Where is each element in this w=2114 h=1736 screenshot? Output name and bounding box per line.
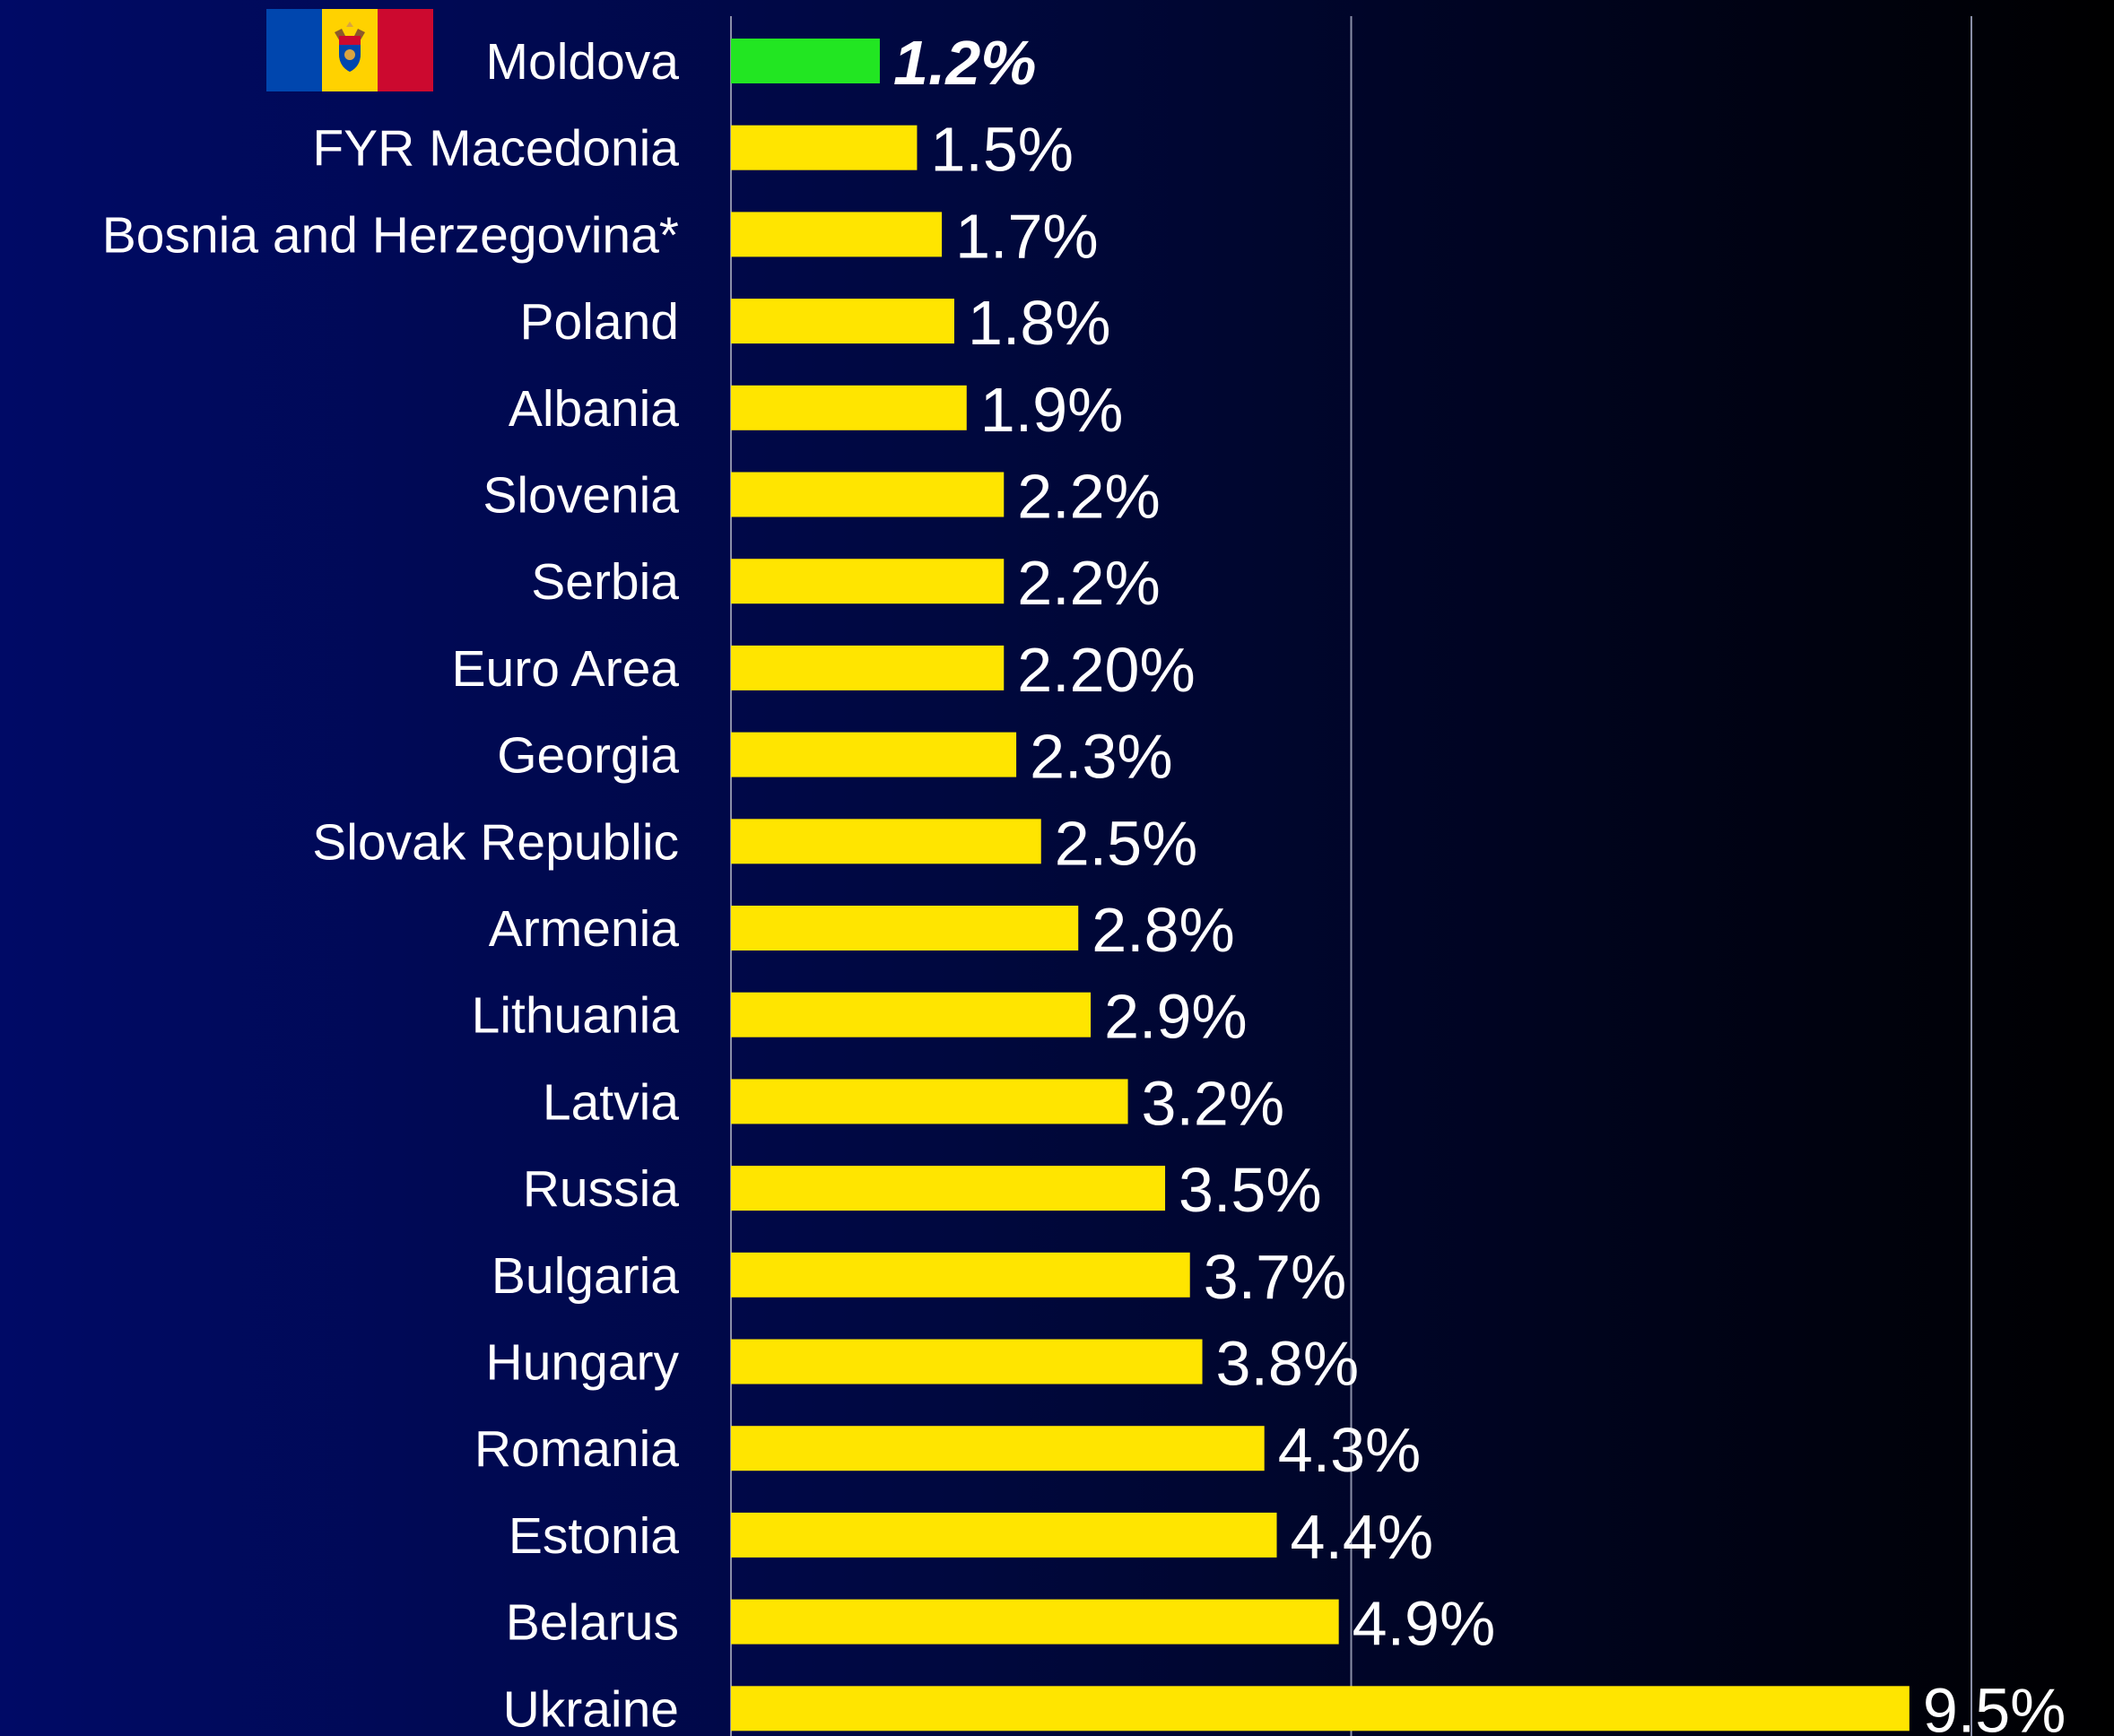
bar-10 bbox=[731, 906, 1079, 950]
category-label-12: Latvia bbox=[543, 1073, 679, 1131]
bar-18 bbox=[731, 1599, 1339, 1645]
value-label-7: 2.20% bbox=[1017, 635, 1195, 705]
value-label-15: 3.8% bbox=[1216, 1329, 1360, 1399]
bar-8 bbox=[731, 732, 1017, 777]
value-label-10: 2.8% bbox=[1092, 895, 1235, 965]
bar-7 bbox=[731, 645, 1005, 690]
category-label-10: Armenia bbox=[489, 900, 680, 958]
value-label-16: 4.3% bbox=[1278, 1415, 1422, 1485]
category-label-3: Poland bbox=[520, 293, 680, 351]
category-label-14: Bulgaria bbox=[492, 1247, 679, 1305]
value-label-9: 2.5% bbox=[1055, 808, 1198, 878]
category-label-8: Georgia bbox=[497, 727, 679, 785]
bar-2 bbox=[731, 212, 943, 257]
bar-9 bbox=[731, 819, 1041, 864]
value-label-19: 9.5% bbox=[1923, 1675, 2066, 1736]
value-label-13: 3.5% bbox=[1179, 1155, 1322, 1225]
moldova-flag-icon bbox=[266, 9, 433, 91]
bar-6 bbox=[731, 559, 1005, 604]
bar-19 bbox=[731, 1686, 1910, 1732]
value-label-2: 1.7% bbox=[955, 201, 1099, 271]
bar-0 bbox=[731, 39, 880, 83]
bar-12 bbox=[731, 1079, 1128, 1124]
value-labels: 1.2% 1.5% 1.7% 1.8% 1.9% 2.2% 2.2% 2.20% 2.3% 2.5… bbox=[893, 28, 2066, 1736]
category-label-11: Lithuania bbox=[472, 987, 680, 1045]
bar-16 bbox=[731, 1426, 1265, 1471]
value-label-5: 2.2% bbox=[1017, 462, 1161, 532]
value-label-1: 1.5% bbox=[930, 115, 1074, 185]
value-label-14: 3.7% bbox=[1204, 1242, 1347, 1312]
bar-13 bbox=[731, 1166, 1166, 1211]
value-label-8: 2.3% bbox=[1030, 722, 1173, 792]
value-label-6: 2.2% bbox=[1017, 548, 1161, 618]
category-label-17: Estonia bbox=[509, 1507, 679, 1565]
bar-17 bbox=[731, 1512, 1277, 1558]
category-label-13: Russia bbox=[523, 1160, 680, 1218]
category-label-7: Euro Area bbox=[452, 640, 680, 698]
category-label-1: FYR Macedonia bbox=[312, 120, 679, 178]
coat-of-arms-icon bbox=[335, 22, 365, 72]
bar-4 bbox=[731, 385, 967, 430]
category-label-19: Ukraine bbox=[503, 1680, 679, 1736]
category-label-4: Albania bbox=[509, 380, 679, 438]
category-label-6: Serbia bbox=[531, 553, 679, 611]
category-label-2: Bosnia and Herzegovina* bbox=[102, 206, 679, 264]
category-label-18: Belarus bbox=[506, 1594, 679, 1652]
value-label-3: 1.8% bbox=[968, 288, 1111, 358]
category-label-0: Moldova bbox=[486, 33, 680, 91]
value-label-11: 2.9% bbox=[1104, 982, 1248, 1052]
category-label-5: Slovenia bbox=[483, 467, 679, 525]
value-label-18: 4.9% bbox=[1353, 1589, 1496, 1659]
bar-5 bbox=[731, 472, 1005, 517]
bar-1 bbox=[731, 125, 918, 170]
category-label-9: Slovak Republic bbox=[312, 813, 679, 871]
value-label-17: 4.4% bbox=[1291, 1502, 1434, 1572]
bar-15 bbox=[731, 1339, 1203, 1384]
value-label-0: 1.2% bbox=[893, 28, 1037, 98]
bars bbox=[731, 39, 1910, 1732]
value-label-4: 1.9% bbox=[980, 375, 1124, 445]
bar-14 bbox=[731, 1252, 1190, 1298]
category-label-16: Romania bbox=[474, 1420, 679, 1478]
value-label-12: 3.2% bbox=[1142, 1068, 1285, 1138]
bar-3 bbox=[731, 299, 954, 344]
category-label-15: Hungary bbox=[486, 1334, 680, 1392]
bar-11 bbox=[731, 992, 1092, 1037]
